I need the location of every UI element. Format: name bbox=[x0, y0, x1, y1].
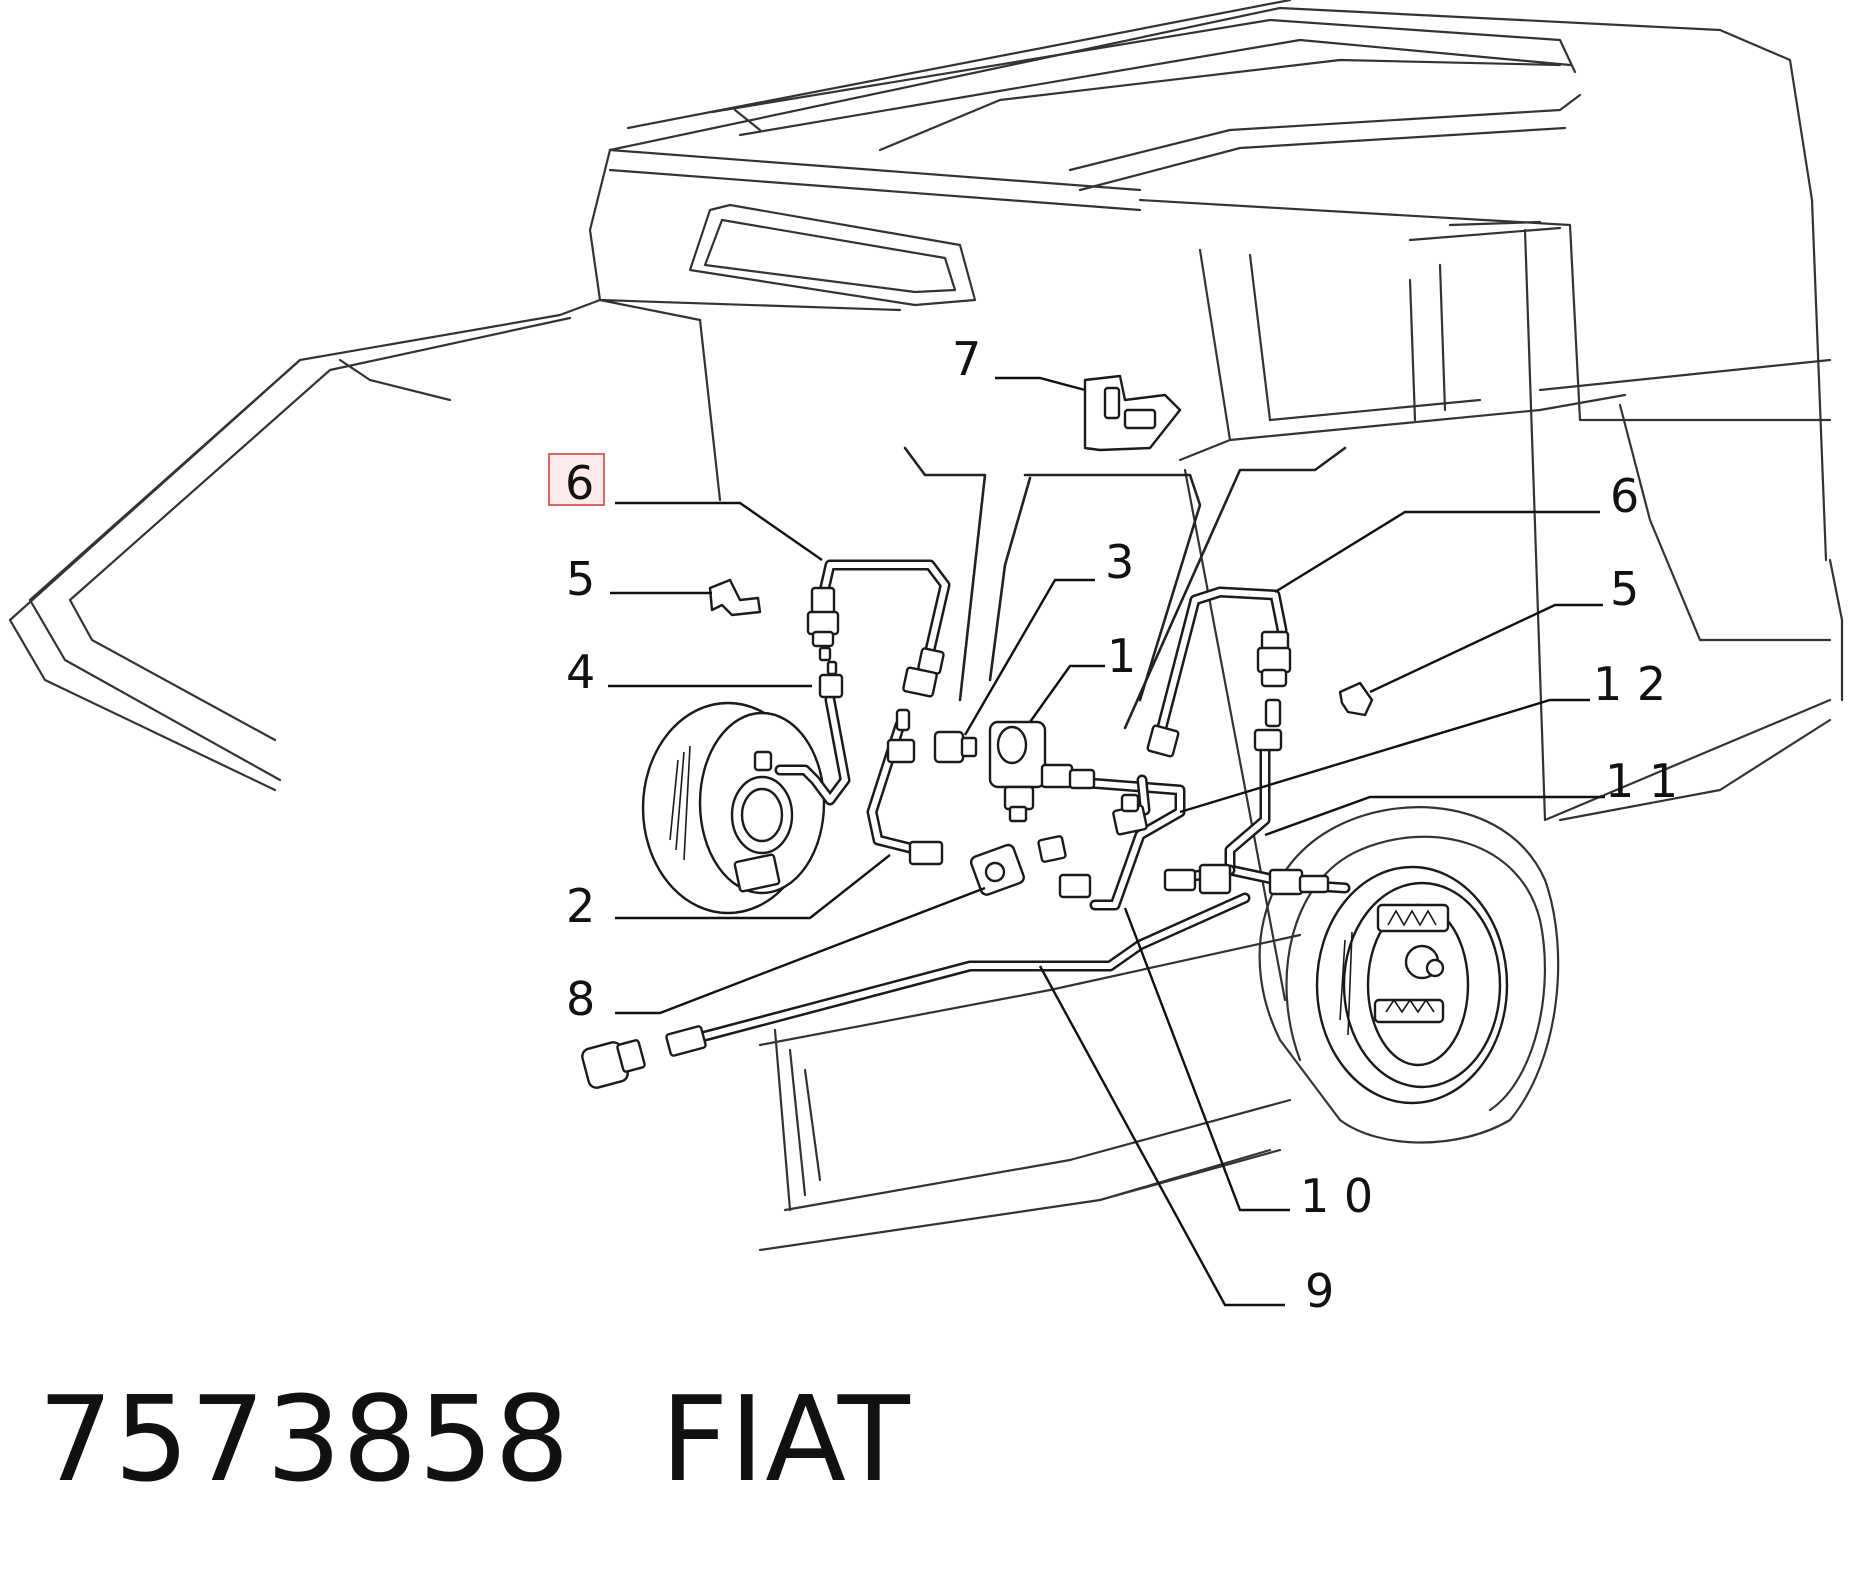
pipe-fittings bbox=[581, 374, 1374, 1089]
part-number: 7573858 bbox=[38, 1370, 571, 1508]
leader-2 bbox=[615, 854, 891, 920]
leader-11 bbox=[1264, 795, 1605, 837]
callout-4[interactable]: 4 bbox=[566, 645, 595, 699]
leader-3 bbox=[963, 578, 1095, 736]
leader-6b bbox=[1274, 510, 1600, 594]
callout-1[interactable]: 1 bbox=[1107, 629, 1136, 683]
callout-8[interactable]: 8 bbox=[566, 972, 595, 1026]
leader-9 bbox=[1038, 965, 1285, 1307]
leader-7 bbox=[995, 376, 1086, 392]
vehicle-body-outline bbox=[8, 0, 1844, 1252]
callout-5a[interactable]: 5 bbox=[566, 552, 595, 606]
leader-5b bbox=[1369, 603, 1603, 694]
callout-3[interactable]: 3 bbox=[1105, 535, 1134, 589]
callout-7[interactable]: 7 bbox=[952, 332, 981, 386]
callout-10[interactable]: 1 0 bbox=[1300, 1169, 1373, 1223]
callout-12[interactable]: 1 2 bbox=[1593, 657, 1666, 711]
leader-1 bbox=[1029, 664, 1105, 723]
callout-11[interactable]: 1 1 bbox=[1605, 754, 1678, 808]
rear-brake-backplate bbox=[1315, 865, 1509, 1105]
callout-2[interactable]: 2 bbox=[566, 879, 595, 933]
front-brake-drum bbox=[641, 701, 826, 915]
leader-6a bbox=[615, 501, 823, 561]
leader-12 bbox=[1179, 698, 1590, 814]
brand-name: FIAT bbox=[660, 1370, 911, 1508]
callout-5b[interactable]: 5 bbox=[1610, 562, 1639, 616]
brake-pipe-network bbox=[684, 559, 1351, 1046]
mounting-straps bbox=[903, 446, 1347, 730]
callouts: 6 7 5 4 3 1 6 5 1 2 1 1 2 8 1 0 9 bbox=[548, 332, 1678, 1318]
callout-6a-highlight bbox=[548, 453, 605, 506]
leader-lines bbox=[608, 376, 1605, 1307]
callout-6a[interactable]: 6 bbox=[565, 456, 594, 510]
callout-6b[interactable]: 6 bbox=[1610, 469, 1639, 523]
leader-10 bbox=[1123, 907, 1290, 1212]
callout-9[interactable]: 9 bbox=[1305, 1264, 1334, 1318]
leader-8 bbox=[615, 886, 986, 1015]
